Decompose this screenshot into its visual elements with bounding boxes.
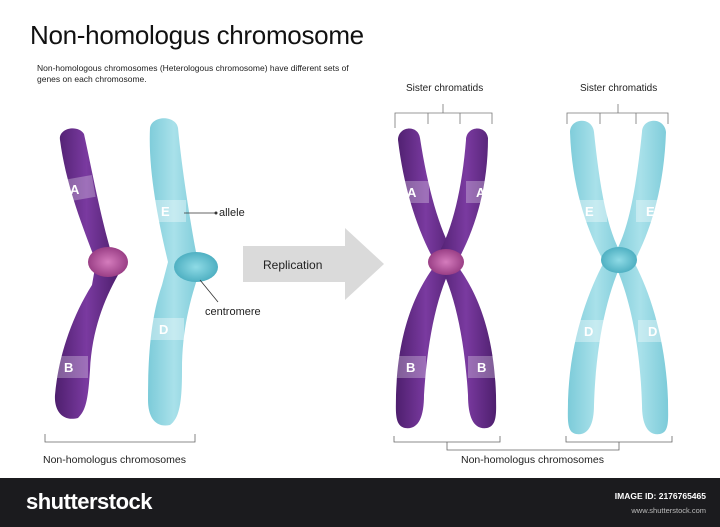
centromere-label: centromere [205, 306, 261, 318]
gene-band-b [52, 356, 88, 378]
gene-band-e-left [575, 200, 607, 222]
allele-label: allele [219, 207, 245, 219]
centromere-cyan [174, 252, 218, 282]
allele-pointer-dot [214, 211, 218, 215]
gene-label-a-right: A [476, 185, 486, 200]
gene-label-a: A [70, 182, 80, 197]
gene-band-a-left [397, 181, 429, 203]
centromere-purple-replicated [428, 249, 464, 275]
purple-chromosome: A B [52, 128, 128, 419]
gene-label-b-left: B [406, 360, 415, 375]
gene-band-e-right [636, 200, 668, 222]
gene-band-b-right [468, 356, 498, 378]
gene-label-d-left: D [584, 324, 593, 339]
nonhomologous-label-left: Non-homologus chromosomes [43, 454, 186, 466]
gene-band-b-left [396, 356, 426, 378]
gene-label-b-right: B [477, 360, 486, 375]
nonhomologous-label-right: Non-homologus chromosomes [461, 454, 604, 466]
gene-label-e: E [161, 204, 170, 219]
site-url[interactable]: www.shutterstock.com [631, 506, 706, 515]
gene-band-a [56, 175, 96, 203]
replication-arrow [243, 228, 384, 300]
gene-label-b: B [64, 360, 73, 375]
gene-band-d-right [638, 320, 670, 342]
sister-chromatids-label-right: Sister chromatids [580, 83, 658, 94]
replication-label: Replication [263, 258, 323, 272]
gene-band-d-left [574, 320, 606, 342]
page-title: Non-homologus chromosome [30, 20, 364, 50]
sister-chromatids-label-left: Sister chromatids [406, 83, 484, 94]
description-text: Non-homologous chromosomes (Heterologous… [37, 63, 349, 84]
centromere-pointer [199, 279, 219, 303]
image-id: IMAGE ID: 2176765465 [614, 491, 706, 501]
cyan-replicated-chromosome: E E D D [567, 120, 670, 435]
bracket-right-join [446, 442, 620, 451]
sister-bracket-purple [394, 104, 493, 124]
purple-replicated-chromosome: A A B B [395, 128, 498, 429]
gene-band-a-right [466, 181, 498, 203]
centromere-cyan-replicated [601, 247, 637, 273]
sister-bracket-purple-l [394, 113, 429, 128]
gene-label-d: D [159, 322, 168, 337]
footer-bar: shutterstock IMAGE ID: 2176765465 www.sh… [0, 478, 720, 527]
bracket-left [44, 434, 196, 443]
sister-bracket-cyan [566, 104, 669, 124]
gene-label-e-left: E [585, 204, 594, 219]
bracket-right-purple [393, 436, 501, 443]
gene-label-d-right: D [648, 324, 657, 339]
gene-label-a-left: A [407, 185, 417, 200]
gene-band-d [150, 318, 184, 340]
gene-label-e-right: E [646, 204, 655, 219]
cyan-chromosome: E D [148, 118, 218, 426]
bracket-right-cyan [565, 436, 673, 443]
shutterstock-logo[interactable]: shutterstock [26, 489, 153, 514]
gene-band-e [152, 200, 186, 222]
centromere-purple [88, 247, 128, 277]
